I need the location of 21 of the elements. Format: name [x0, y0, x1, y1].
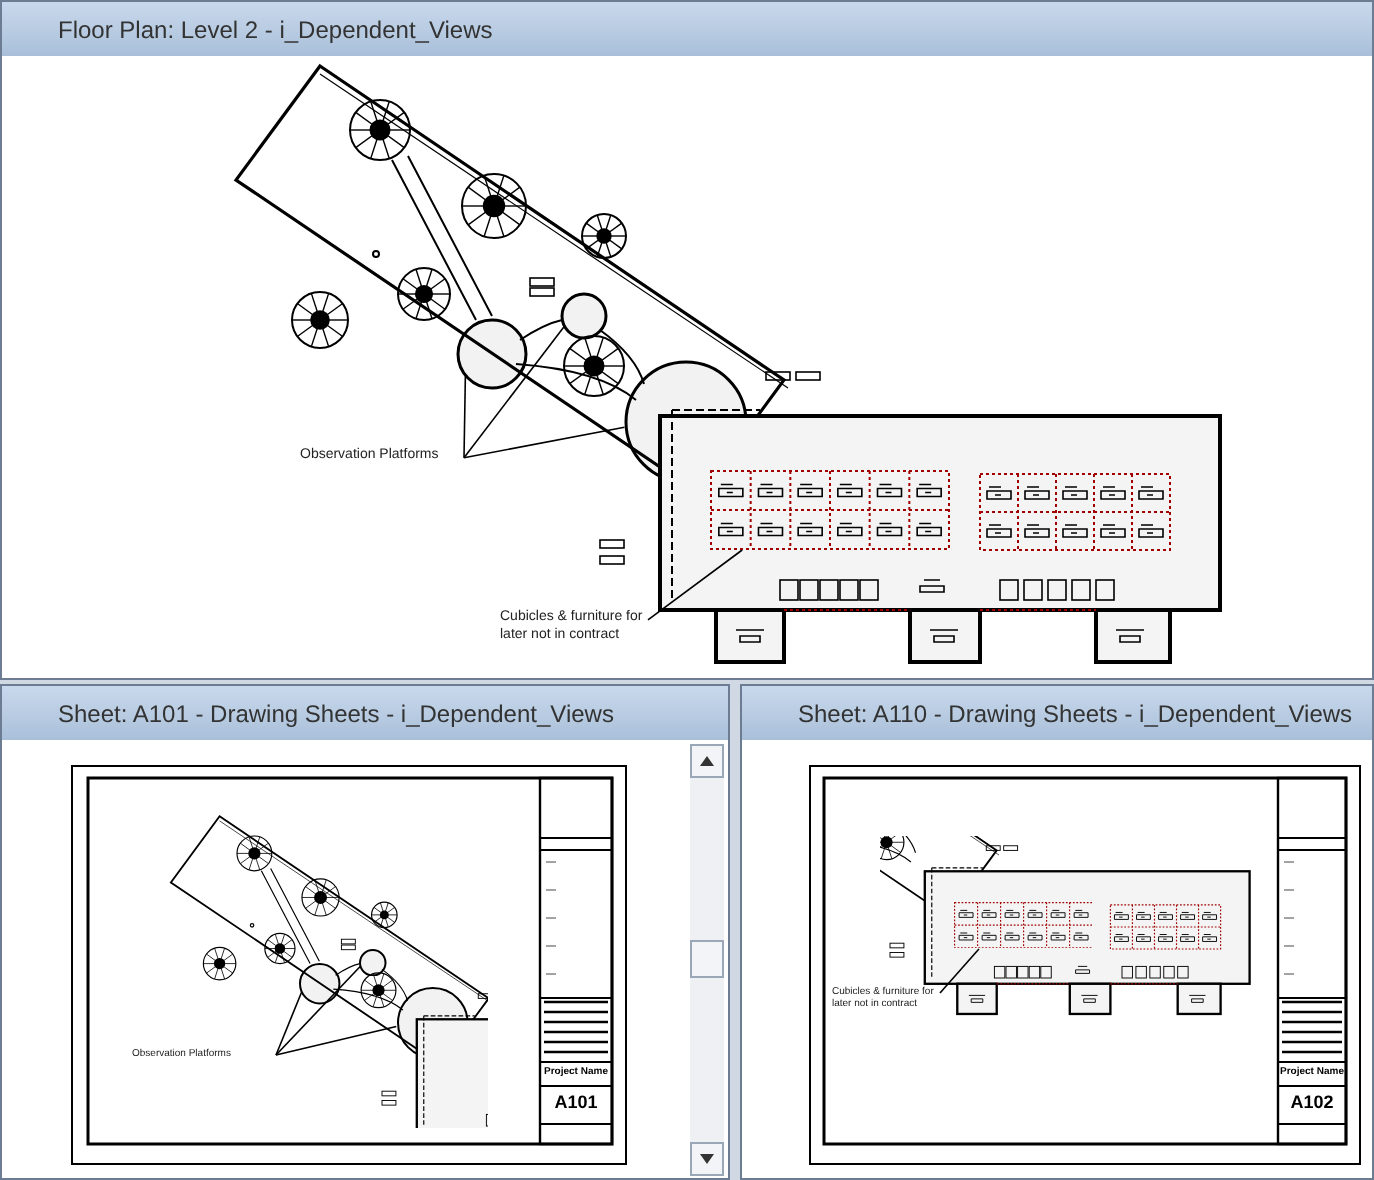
leader-line — [647, 549, 743, 621]
window-title: Sheet: A110 - Drawing Sheets - i_Dependent_Views — [798, 700, 1353, 728]
leader-line — [275, 991, 303, 1056]
sheet-number: A101 — [552, 1092, 600, 1112]
leader-line — [463, 325, 565, 459]
leader-line — [463, 374, 467, 459]
app-window — [0, 684, 730, 1180]
app-window — [740, 684, 1374, 1180]
window-title: Floor Plan: Level 2 - i_Dependent_Views — [58, 16, 493, 44]
leader-line — [275, 965, 362, 1056]
leader-line — [939, 948, 980, 994]
app-window — [0, 0, 1374, 680]
cubicle-grid — [953, 902, 1093, 949]
window-title: Sheet: A101 - Drawing Sheets - i_Dependent_Views — [58, 700, 614, 728]
platform-circle — [298, 962, 342, 1006]
leader-line — [275, 1025, 398, 1056]
cubicle-grid — [710, 470, 950, 550]
sheet-number: A102 — [1288, 1092, 1336, 1112]
leader-line — [463, 426, 626, 459]
platform-circle — [560, 292, 608, 340]
platform-circle — [456, 318, 528, 390]
